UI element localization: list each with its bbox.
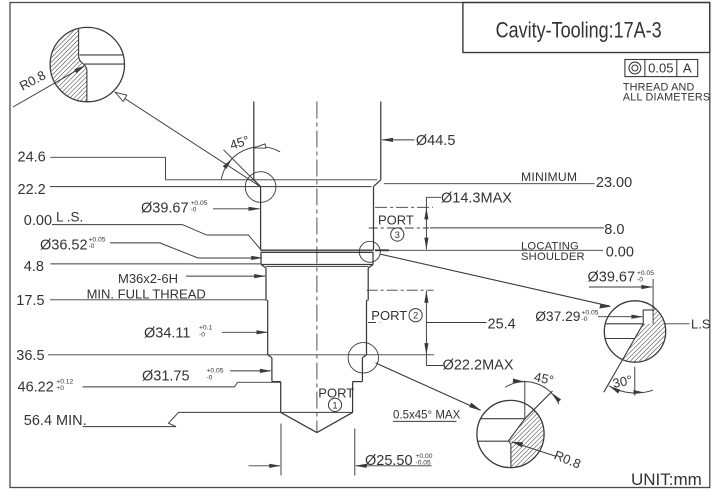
svg-text:8.0: 8.0 [604, 222, 624, 238]
svg-text:36.5: 36.5 [16, 348, 44, 364]
svg-text:ALL DIAMETERS: ALL DIAMETERS [623, 92, 710, 104]
svg-text:0.05: 0.05 [648, 61, 673, 76]
svg-text:Ø39.67: Ø39.67 [588, 269, 636, 285]
svg-text:A: A [683, 61, 692, 76]
svg-text:Ø36.52: Ø36.52 [40, 237, 88, 253]
svg-text:L .S.: L .S. [56, 210, 83, 225]
svg-text:L.S: L.S [691, 316, 711, 331]
svg-text:-0: -0 [191, 207, 197, 214]
svg-text:17.5: 17.5 [16, 293, 44, 309]
svg-text:Ø25.50: Ø25.50 [365, 453, 413, 469]
svg-text:+0.00: +0.00 [416, 453, 433, 460]
svg-text:M36x2-6H: M36x2-6H [118, 271, 178, 286]
svg-text:+0.05: +0.05 [637, 270, 654, 277]
svg-text:-0.05: -0.05 [416, 460, 432, 467]
svg-text:+0: +0 [56, 385, 64, 392]
svg-text:Ø39.67: Ø39.67 [141, 201, 189, 217]
svg-text:+0.05: +0.05 [207, 368, 224, 375]
svg-text:3: 3 [395, 230, 400, 241]
svg-text:0.5x45° MAX: 0.5x45° MAX [393, 410, 461, 422]
svg-text:30°: 30° [611, 372, 633, 391]
svg-text:23.00: 23.00 [596, 175, 632, 191]
svg-text:PORT: PORT [371, 308, 407, 323]
svg-text:+0.05: +0.05 [191, 200, 208, 207]
svg-text:-0: -0 [89, 243, 95, 250]
svg-text:46.22: 46.22 [18, 379, 54, 395]
svg-text:+0.05: +0.05 [582, 309, 599, 316]
svg-text:Ø34.11: Ø34.11 [144, 326, 191, 342]
svg-text:THREAD AND: THREAD AND [623, 81, 695, 93]
svg-text:+0.1: +0.1 [199, 325, 212, 332]
svg-text:0.00: 0.00 [24, 213, 52, 229]
svg-text:22.2: 22.2 [18, 182, 46, 198]
svg-text:-0: -0 [199, 331, 205, 338]
svg-text:2: 2 [413, 311, 418, 322]
svg-text:Ø31.75: Ø31.75 [142, 369, 190, 385]
svg-text:1: 1 [332, 400, 337, 411]
svg-text:0.00: 0.00 [606, 244, 634, 260]
svg-text:-0: -0 [637, 277, 643, 284]
svg-text:24.6: 24.6 [18, 149, 46, 165]
svg-text:+0.05: +0.05 [89, 236, 106, 243]
svg-text:PORT: PORT [318, 385, 354, 400]
svg-text:PORT: PORT [378, 213, 414, 228]
svg-text:-0: -0 [582, 316, 588, 323]
svg-text:56.4 MIN.: 56.4 MIN. [24, 413, 87, 429]
svg-text:SHOULDER: SHOULDER [521, 251, 585, 263]
svg-text:Ø22.2MAX: Ø22.2MAX [443, 358, 514, 374]
svg-text:Ø14.3MAX: Ø14.3MAX [441, 191, 512, 207]
svg-text:25.4: 25.4 [488, 316, 516, 332]
svg-text:MINIMUM: MINIMUM [521, 170, 577, 184]
svg-text:Ø37.29: Ø37.29 [535, 309, 581, 324]
svg-text:MIN. FULL THREAD: MIN. FULL THREAD [87, 286, 206, 301]
svg-text:Ø44.5: Ø44.5 [416, 133, 456, 149]
svg-text:4.8: 4.8 [24, 259, 44, 275]
svg-text:45°: 45° [228, 132, 251, 152]
svg-text:LOCATING: LOCATING [521, 240, 579, 252]
svg-text:Cavity-Tooling:17A-3: Cavity-Tooling:17A-3 [496, 19, 662, 43]
svg-text:-0: -0 [207, 374, 213, 381]
svg-text:+0.12: +0.12 [56, 378, 73, 385]
svg-text:45°: 45° [533, 369, 555, 388]
svg-text:UNIT:mm: UNIT:mm [631, 470, 702, 489]
